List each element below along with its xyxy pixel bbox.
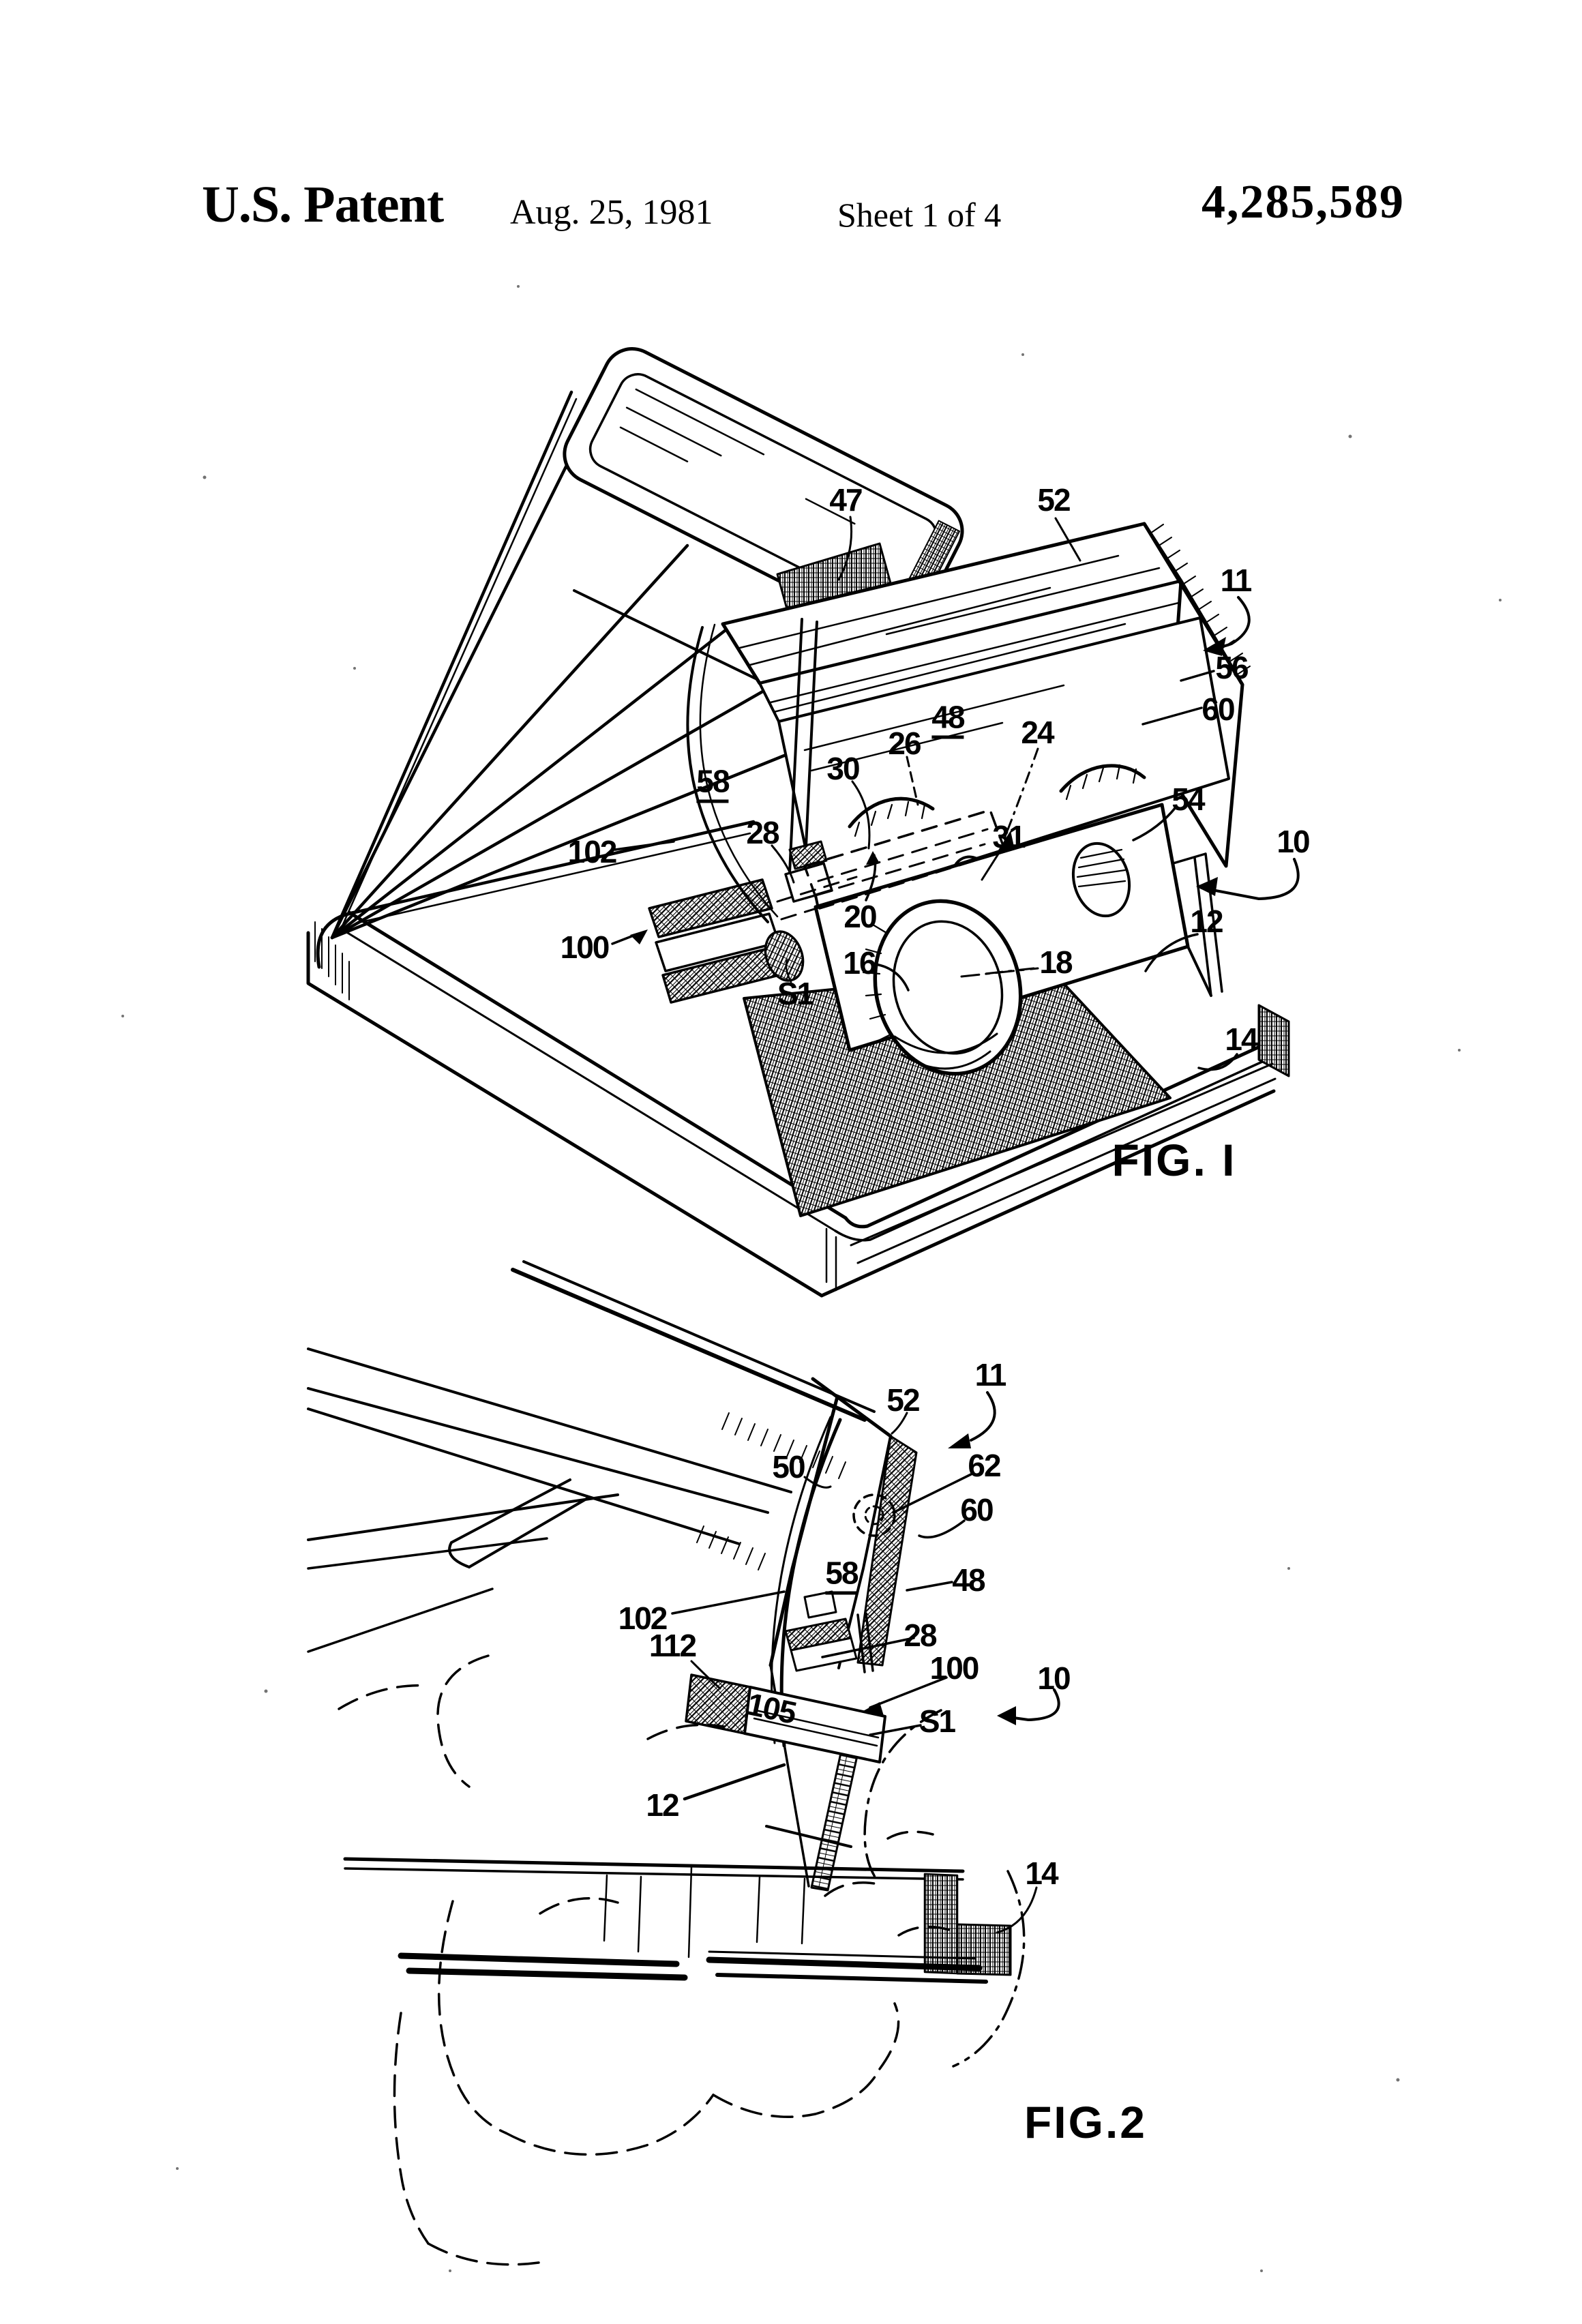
figure-2-drawing [307,1260,1060,2266]
figure-2-caption: FIG.2 [1024,2097,1148,2147]
patent-title: U.S. Patent [202,176,444,233]
fig1-strut-and-cable [686,618,833,923]
figure-1-drawing [306,347,1300,1298]
fig1-film-door-phantom [776,809,1006,921]
patent-date: Aug. 25, 1981 [510,193,713,232]
fig1-leaders [611,516,1300,1071]
fig2-hand-phantom [338,1654,1026,2266]
fig1-spring-wipers [848,764,1146,877]
figure-1-caption: FIG. I [1111,1135,1237,1185]
fig2-clamp-105 [685,1673,886,1763]
fig1-folded-cover [330,390,786,940]
sheet-number: Sheet 1 of 4 [837,196,1002,234]
fig1-s1-button [764,930,805,982]
fig2-base-rails [343,1857,1012,1984]
fig2-strut [765,1377,918,1892]
patent-number: 4,285,589 [1202,176,1405,228]
fig1-shutter-bracket [648,878,805,1004]
scan-noise [121,285,1502,2272]
fig2-leaders [671,1391,1060,1934]
fig2-pivot-62 [852,1493,896,1537]
fig2-latch-bracket [784,1590,874,1673]
fig2-cover-edges [307,1260,876,1653]
